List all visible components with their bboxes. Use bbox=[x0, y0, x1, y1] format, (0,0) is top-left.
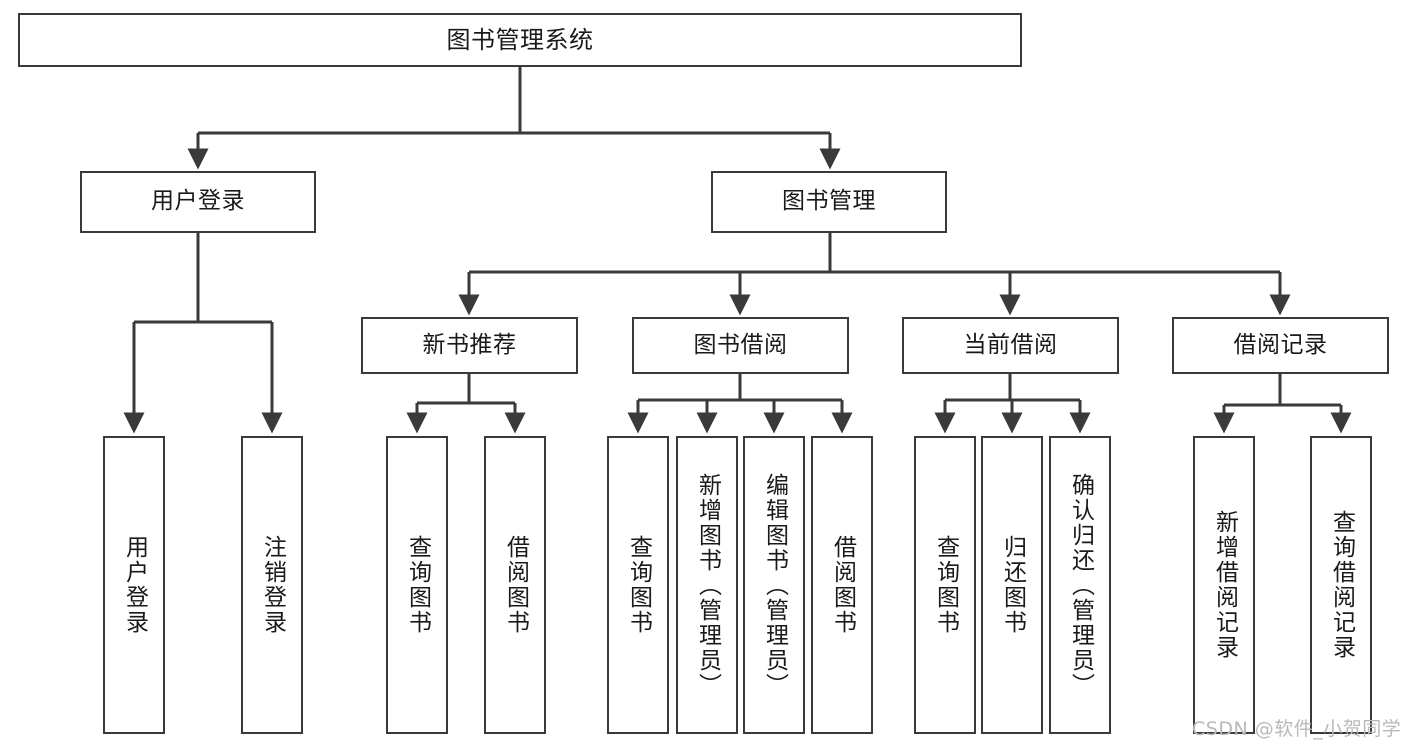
leaf-query-book-2-label: 查询图书 bbox=[625, 535, 652, 635]
leaf-borrow-book-2-label: 借阅图书 bbox=[829, 535, 856, 635]
csdn-watermark: CSDN @软件_小贺同学 bbox=[1192, 718, 1402, 740]
leaf-add-record[interactable]: 新增借阅记录 bbox=[1193, 436, 1255, 734]
leaf-query-book-3[interactable]: 查询图书 bbox=[914, 436, 976, 734]
leaf-query-book-2[interactable]: 查询图书 bbox=[607, 436, 669, 734]
leaf-query-record[interactable]: 查询借阅记录 bbox=[1310, 436, 1372, 734]
node-current-borrow[interactable]: 当前借阅 bbox=[902, 317, 1119, 374]
node-new-book-recommend-label: 新书推荐 bbox=[422, 331, 517, 358]
node-book-management-label: 图书管理 bbox=[782, 188, 876, 215]
node-user-login-label: 用户登录 bbox=[151, 188, 245, 215]
leaf-user-login-label: 用户登录 bbox=[121, 535, 148, 635]
leaf-query-record-label: 查询借阅记录 bbox=[1328, 510, 1355, 660]
leaf-add-book-label: 新增图书（管理员） bbox=[694, 472, 721, 698]
leaf-query-book-1[interactable]: 查询图书 bbox=[386, 436, 448, 734]
node-current-borrow-label: 当前借阅 bbox=[963, 331, 1058, 358]
leaf-user-login[interactable]: 用户登录 bbox=[103, 436, 165, 734]
leaf-user-logout-label: 注销登录 bbox=[259, 535, 286, 635]
node-book-management[interactable]: 图书管理 bbox=[711, 171, 947, 233]
node-root[interactable]: 图书管理系统 bbox=[18, 13, 1022, 67]
node-book-borrow[interactable]: 图书借阅 bbox=[632, 317, 849, 374]
node-new-book-recommend[interactable]: 新书推荐 bbox=[361, 317, 578, 374]
leaf-query-book-1-label: 查询图书 bbox=[404, 535, 431, 635]
leaf-borrow-book-1-label: 借阅图书 bbox=[502, 535, 529, 635]
leaf-borrow-book-2[interactable]: 借阅图书 bbox=[811, 436, 873, 734]
leaf-add-record-label: 新增借阅记录 bbox=[1211, 510, 1238, 660]
node-borrow-record[interactable]: 借阅记录 bbox=[1172, 317, 1389, 374]
leaf-edit-book[interactable]: 编辑图书（管理员） bbox=[743, 436, 805, 734]
node-borrow-record-label: 借阅记录 bbox=[1233, 331, 1328, 358]
node-user-login[interactable]: 用户登录 bbox=[80, 171, 316, 233]
leaf-add-book[interactable]: 新增图书（管理员） bbox=[676, 436, 738, 734]
leaf-return-book[interactable]: 归还图书 bbox=[981, 436, 1043, 734]
leaf-borrow-book-1[interactable]: 借阅图书 bbox=[484, 436, 546, 734]
leaf-edit-book-label: 编辑图书（管理员） bbox=[761, 472, 788, 698]
leaf-confirm-return-label: 确认归还（管理员） bbox=[1067, 472, 1094, 698]
leaf-user-logout[interactable]: 注销登录 bbox=[241, 436, 303, 734]
node-book-borrow-label: 图书借阅 bbox=[693, 331, 788, 358]
leaf-confirm-return[interactable]: 确认归还（管理员） bbox=[1049, 436, 1111, 734]
leaf-query-book-3-label: 查询图书 bbox=[932, 535, 959, 635]
node-root-label: 图书管理系统 bbox=[446, 25, 594, 54]
leaf-return-book-label: 归还图书 bbox=[999, 535, 1026, 635]
